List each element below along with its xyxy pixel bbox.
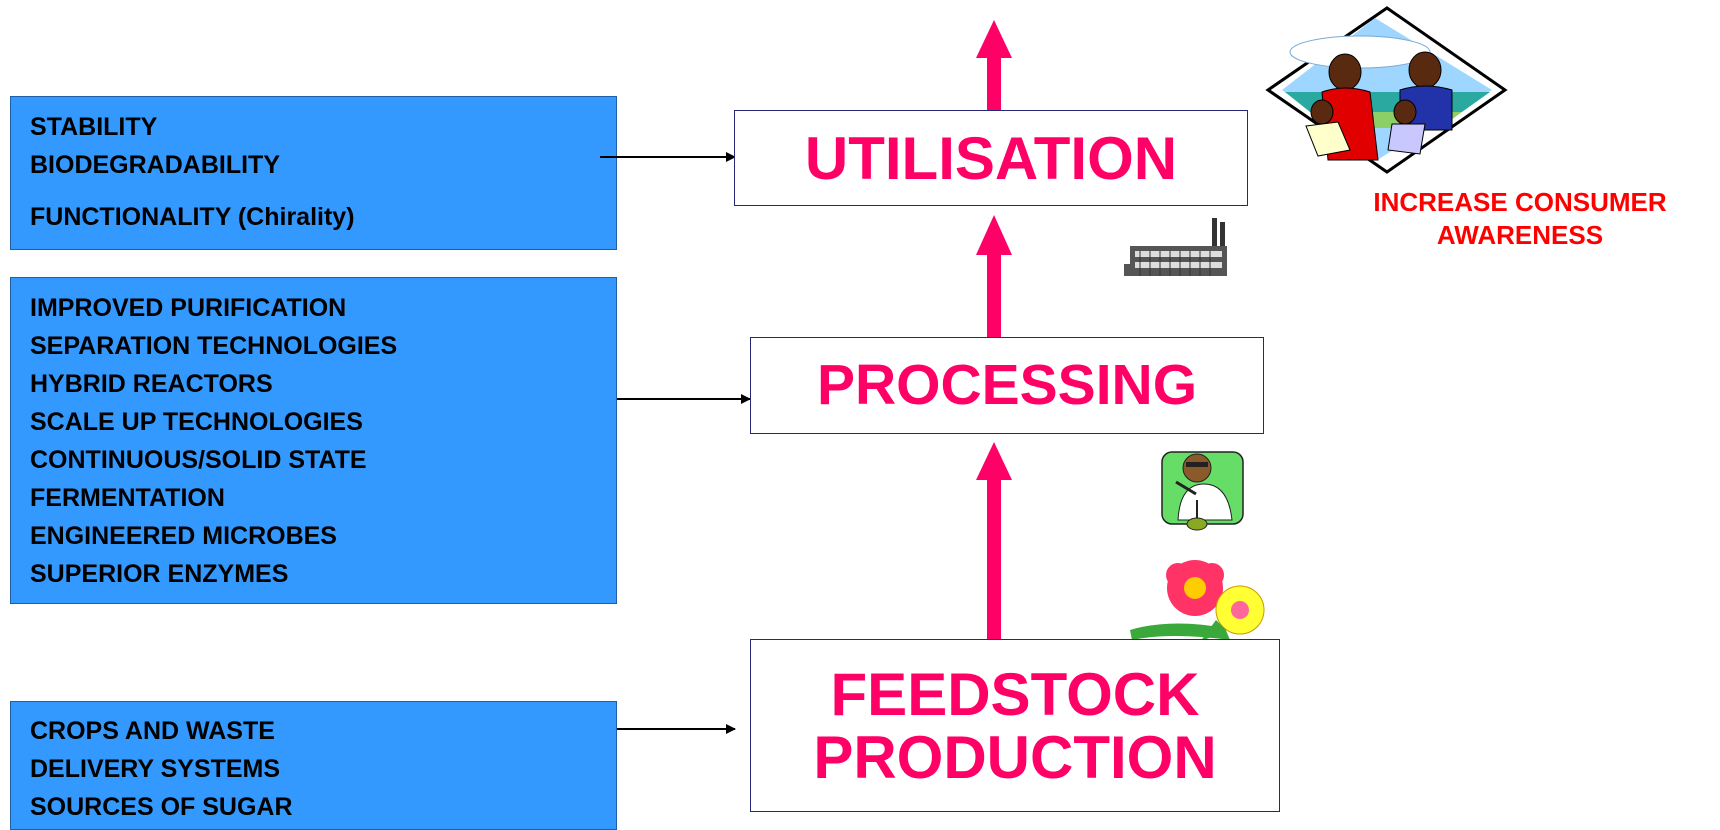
- flow-arrow-top: [976, 20, 1012, 111]
- utilisation-needs-box: STABILITY BIODEGRADABILITY FUNCTIONALITY…: [10, 96, 617, 250]
- processing-need-item: FERMENTATION: [30, 484, 225, 512]
- utilisation-label: UTILISATION: [804, 124, 1178, 192]
- family-icon: [1265, 6, 1508, 174]
- processing-need-item: SEPARATION TECHNOLOGIES: [30, 332, 398, 360]
- processing-need-item: IMPROVED PURIFICATION: [30, 294, 347, 322]
- factory-icon: [1124, 218, 1227, 276]
- processing-need-item: ENGINEERED MICROBES: [30, 522, 337, 550]
- feedstock-label: FEEDSTOCK: [830, 660, 1200, 728]
- utilisation-stage: UTILISATION: [734, 110, 1248, 206]
- flow-arrow-middle: [976, 215, 1012, 339]
- flow-arrow-bottom: [976, 442, 1012, 640]
- processing-stage: PROCESSING: [750, 337, 1264, 434]
- scientist-icon: [1161, 451, 1244, 531]
- utilisation-need-item: FUNCTIONALITY (Chirality): [30, 203, 355, 231]
- feedstock-production-stage: FEEDSTOCK PRODUCTION: [750, 639, 1280, 812]
- processing-needs-box: IMPROVED PURIFICATION SEPARATION TECHNOL…: [10, 277, 617, 604]
- utilisation-need-item: STABILITY: [30, 113, 158, 141]
- feedstock-need-item: CROPS AND WASTE: [30, 717, 275, 745]
- feedstock-needs-box: CROPS AND WASTE DELIVERY SYSTEMS SOURCES…: [10, 701, 617, 830]
- flowers-icon: [1130, 560, 1265, 642]
- processing-need-item: SUPERIOR ENZYMES: [30, 560, 289, 588]
- processing-label: PROCESSING: [816, 352, 1198, 417]
- feedstock-need-item: DELIVERY SYSTEMS: [30, 755, 281, 783]
- awareness-line-1: INCREASE CONSUMER: [1373, 187, 1667, 217]
- production-label: PRODUCTION: [813, 723, 1217, 791]
- utilisation-need-item: BIODEGRADABILITY: [30, 151, 280, 179]
- processing-need-item: SCALE UP TECHNOLOGIES: [30, 408, 363, 436]
- processing-need-item: HYBRID REACTORS: [30, 370, 273, 398]
- processing-need-item: CONTINUOUS/SOLID STATE: [30, 446, 367, 474]
- feedstock-need-item: SOURCES OF SUGAR: [30, 793, 293, 821]
- consumer-awareness-text: INCREASE CONSUMER AWARENESS: [1340, 186, 1700, 251]
- awareness-line-2: AWARENESS: [1436, 219, 1604, 250]
